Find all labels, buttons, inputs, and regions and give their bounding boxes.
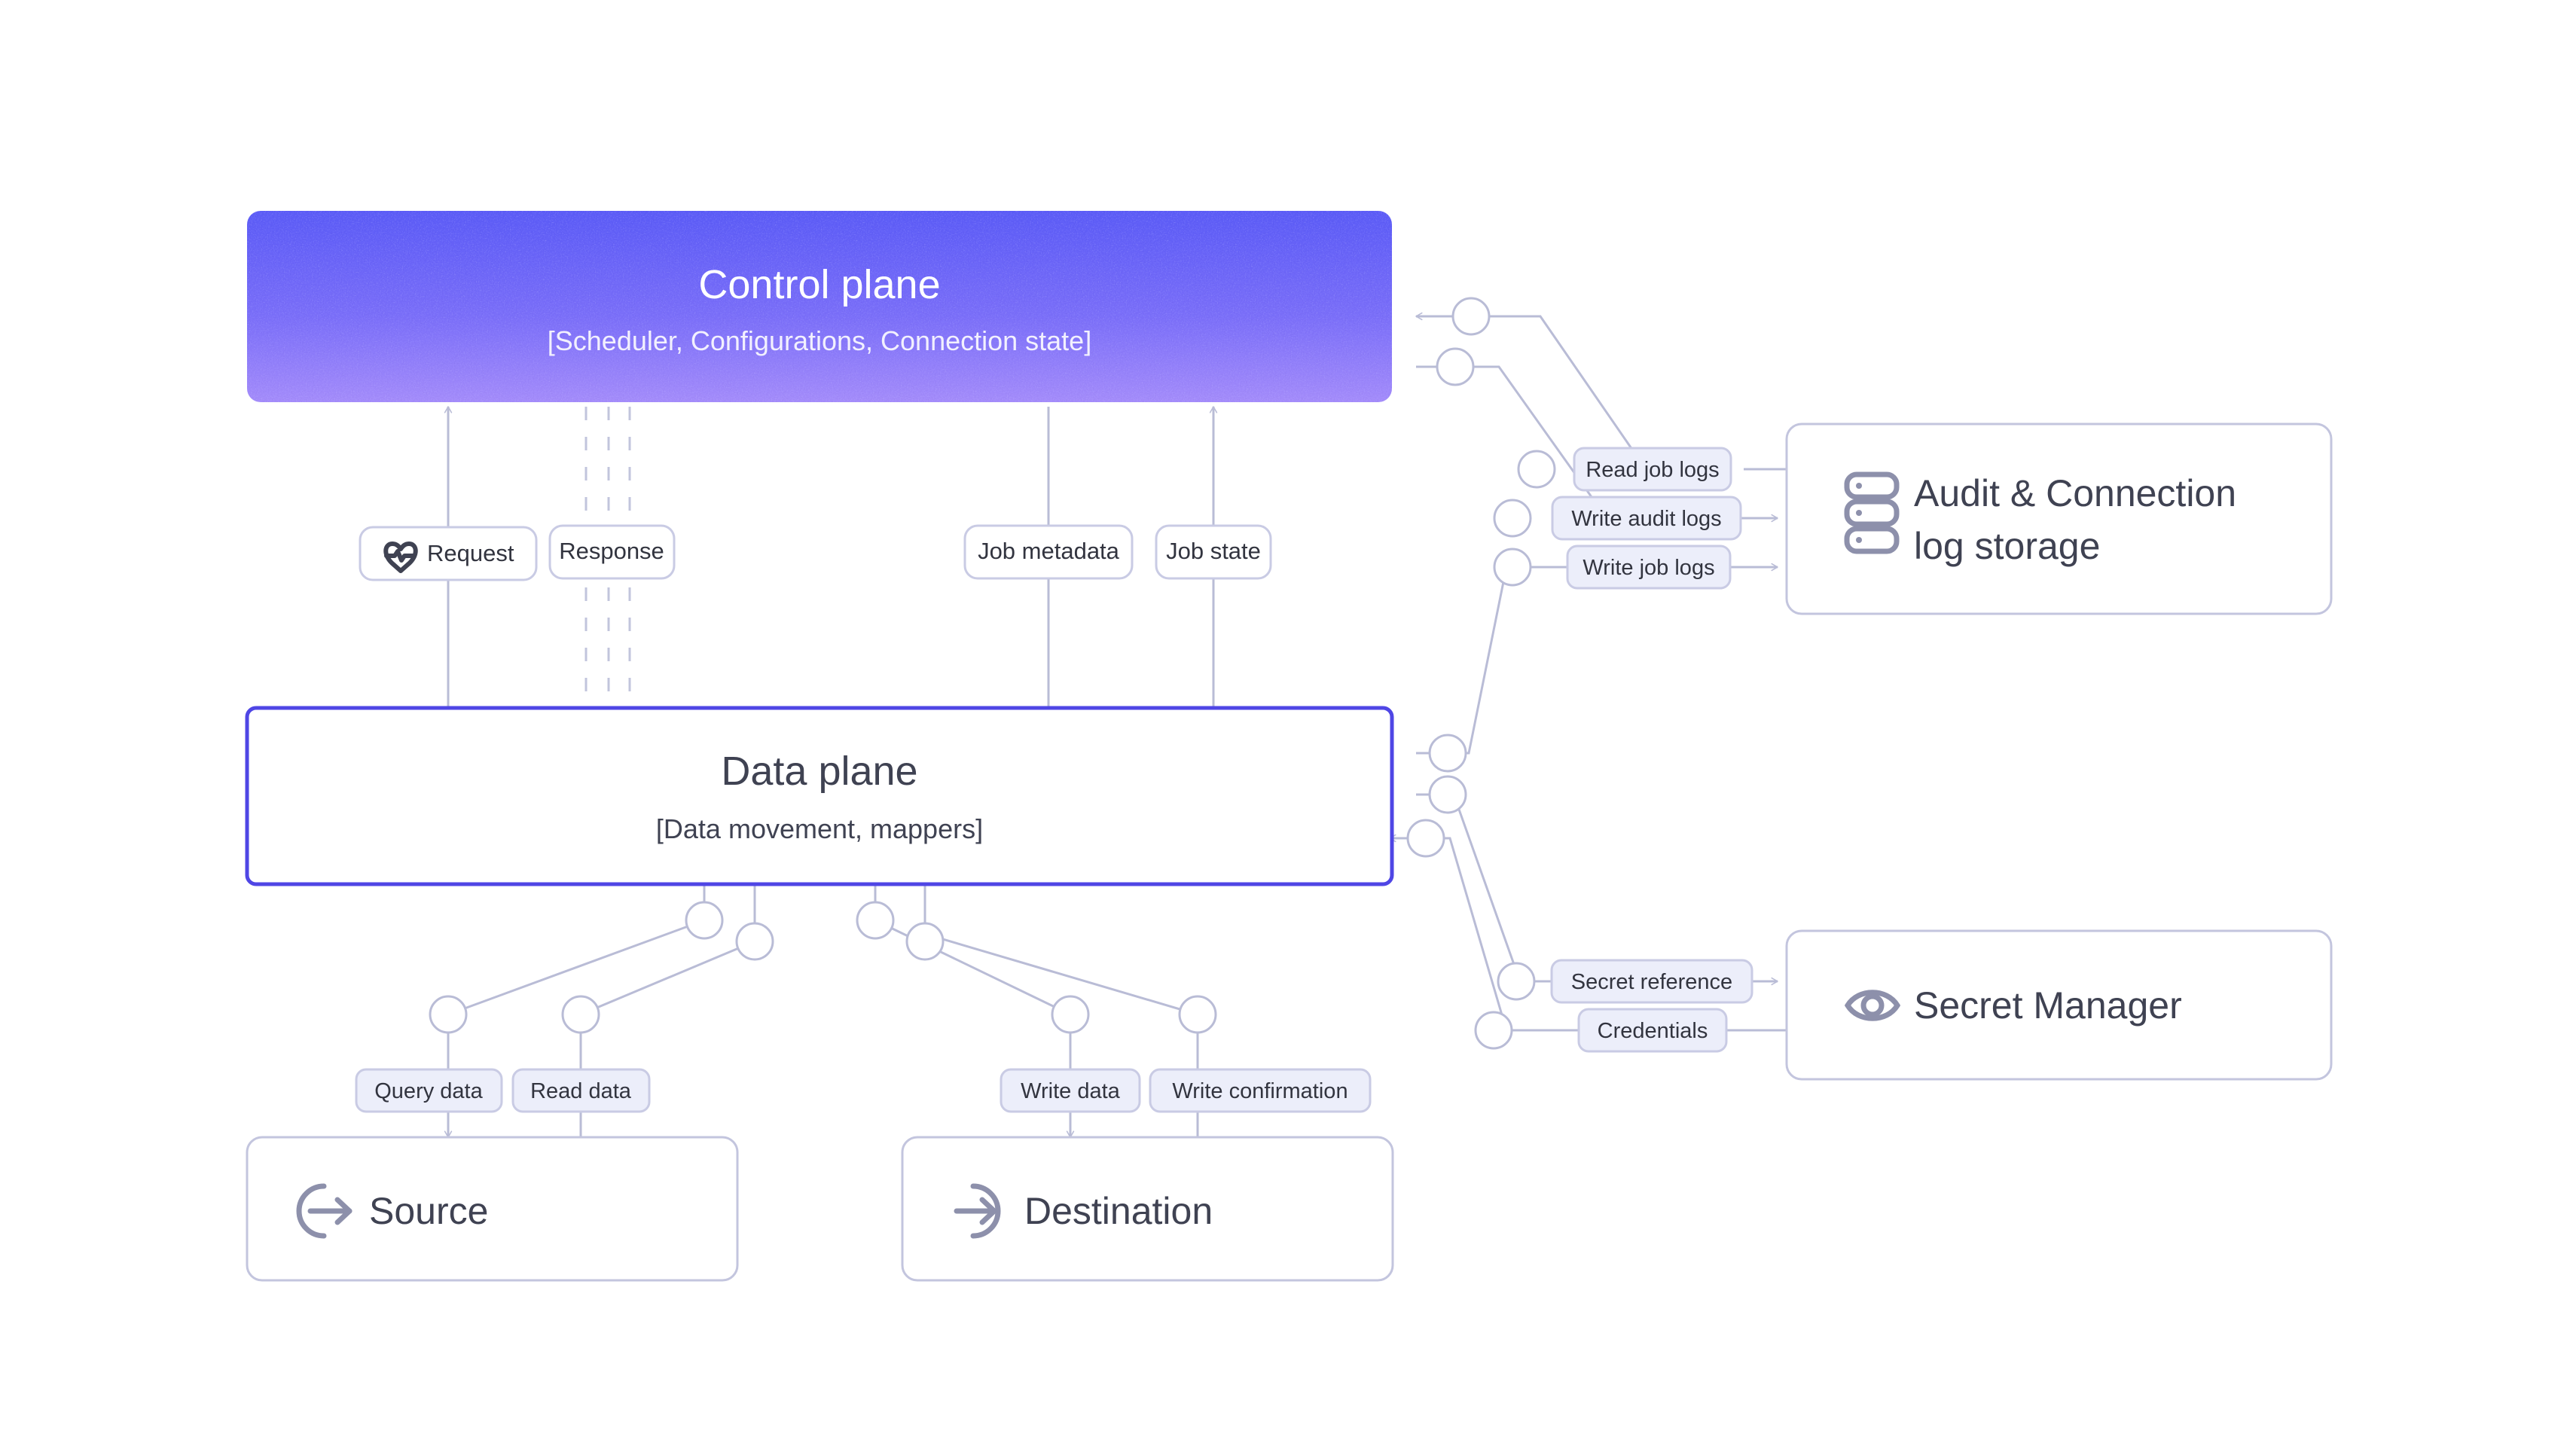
arrow-exit-circle-icon (296, 1183, 353, 1239)
connector-nodes-layer (429, 297, 1556, 1050)
edge-label-write-audit-logs-text: Write audit logs (1571, 507, 1721, 531)
connector-node (1451, 297, 1491, 336)
connector-node (685, 901, 724, 940)
audit-log-storage-title-line1: Audit & Connection (1914, 472, 2236, 514)
source-box[interactable]: Source (246, 1136, 739, 1282)
edge-label-write-data-text: Write data (1021, 1079, 1121, 1103)
control-plane-subtitle: [Scheduler, Configurations, Connection s… (548, 325, 1091, 356)
control-plane-box[interactable]: Control plane [Scheduler, Configurations… (247, 211, 1392, 402)
edge-label-job-state-chip (1155, 524, 1272, 580)
connector-node (1497, 962, 1536, 1001)
edge-label-write-job-logs[interactable]: Write job logs (1566, 545, 1732, 590)
secret-manager-title: Secret Manager (1914, 984, 2182, 1027)
edge-label-secret-reference[interactable]: Secret reference (1550, 959, 1753, 1004)
arrow-enter-circle-icon (954, 1183, 1001, 1239)
secret-manager-surface (1785, 929, 2333, 1081)
data-plane-title: Data plane (721, 749, 917, 794)
edge-label-read-job-logs-chip (1573, 447, 1732, 492)
edge-label-job-state[interactable]: Job state (1155, 524, 1272, 580)
edge-label-secret-reference-text: Secret reference (1571, 970, 1732, 994)
connector-node (1436, 347, 1475, 386)
data-plane-surface (245, 706, 1394, 886)
connector-node (1428, 775, 1467, 814)
edge-label-write-data-chip (1000, 1068, 1141, 1113)
edge-label-write-job-logs-text: Write job logs (1583, 556, 1714, 580)
data-plane-box[interactable]: Data plane [Data movement, mappers] (245, 706, 1394, 886)
edge-label-read-data-text: Read data (530, 1079, 632, 1103)
audit-log-storage-surface (1785, 423, 2333, 615)
source-surface (246, 1136, 739, 1282)
audit-log-storage-title-line2: log storage (1914, 525, 2100, 567)
connector-node (561, 995, 600, 1034)
connector-node (735, 922, 774, 961)
connector-node (1517, 450, 1556, 489)
connector-node (1493, 499, 1532, 538)
connector-node (429, 995, 468, 1034)
source-title: Source (369, 1190, 488, 1232)
edge-label-write-confirmation[interactable]: Write confirmation (1149, 1068, 1372, 1113)
connector-node (1178, 995, 1217, 1034)
edge-label-job-metadata-text: Job metadata (978, 538, 1120, 564)
connector-node (905, 922, 945, 961)
edge-label-write-data[interactable]: Write data (1000, 1068, 1141, 1113)
control-plane-surface (247, 211, 1392, 402)
edge-label-credentials-text: Credentials (1598, 1019, 1708, 1043)
database-stack-icon (1844, 471, 1900, 554)
edge-label-response[interactable]: Response (548, 524, 676, 580)
heart-pulse-icon (383, 541, 418, 573)
destination-box[interactable]: Destination (901, 1136, 1394, 1282)
edge-label-read-job-logs[interactable]: Read job logs (1573, 447, 1732, 492)
edge-label-response-chip (548, 524, 676, 580)
edge-read-job-logs (1416, 316, 1787, 471)
connector-node (1428, 734, 1467, 773)
edge-label-write-audit-logs[interactable]: Write audit logs (1551, 496, 1742, 541)
edge-label-credentials[interactable]: Credentials (1577, 1008, 1728, 1053)
edge-label-write-confirmation-text: Write confirmation (1172, 1079, 1348, 1103)
edge-label-read-data-chip (511, 1068, 651, 1113)
edge-label-job-metadata-chip (963, 524, 1134, 580)
connector-node (856, 901, 895, 940)
secret-manager-box[interactable]: Secret Manager (1785, 929, 2333, 1081)
connector-node (1406, 819, 1445, 858)
edge-label-job-state-text: Job state (1166, 538, 1261, 564)
edge-label-read-job-logs-text: Read job logs (1586, 458, 1719, 482)
edge-label-read-data[interactable]: Read data (511, 1068, 651, 1113)
edge-label-write-job-logs-chip (1566, 545, 1732, 590)
eye-icon (1844, 990, 1901, 1021)
edge-label-query-data-text: Query data (374, 1079, 483, 1103)
connector-node (1493, 548, 1532, 587)
destination-surface (901, 1136, 1394, 1282)
edge-label-request-text: Request (427, 540, 514, 566)
edge-label-job-metadata[interactable]: Job metadata (963, 524, 1134, 580)
destination-title: Destination (1024, 1190, 1213, 1232)
connector-node (1051, 995, 1090, 1034)
edge-write-job-logs (1416, 567, 1778, 755)
edge-label-credentials-chip (1577, 1008, 1728, 1053)
edge-label-query-data-chip (355, 1068, 503, 1113)
connector-node (1474, 1011, 1513, 1050)
edge-label-response-text: Response (559, 538, 664, 564)
audit-log-storage-box[interactable]: Audit & Connection log storage (1785, 423, 2333, 615)
edge-write-audit-logs (1416, 365, 1778, 518)
edge-label-request[interactable]: Request (359, 526, 538, 581)
edge-label-write-audit-logs-chip (1551, 496, 1742, 541)
edge-label-query-data[interactable]: Query data (355, 1068, 503, 1113)
data-plane-subtitle: [Data movement, mappers] (656, 813, 983, 844)
edge-label-write-confirmation-chip (1149, 1068, 1372, 1113)
edge-label-secret-reference-chip (1550, 959, 1753, 1004)
edge-secret-reference (1416, 793, 1778, 981)
control-plane-title: Control plane (698, 262, 940, 307)
